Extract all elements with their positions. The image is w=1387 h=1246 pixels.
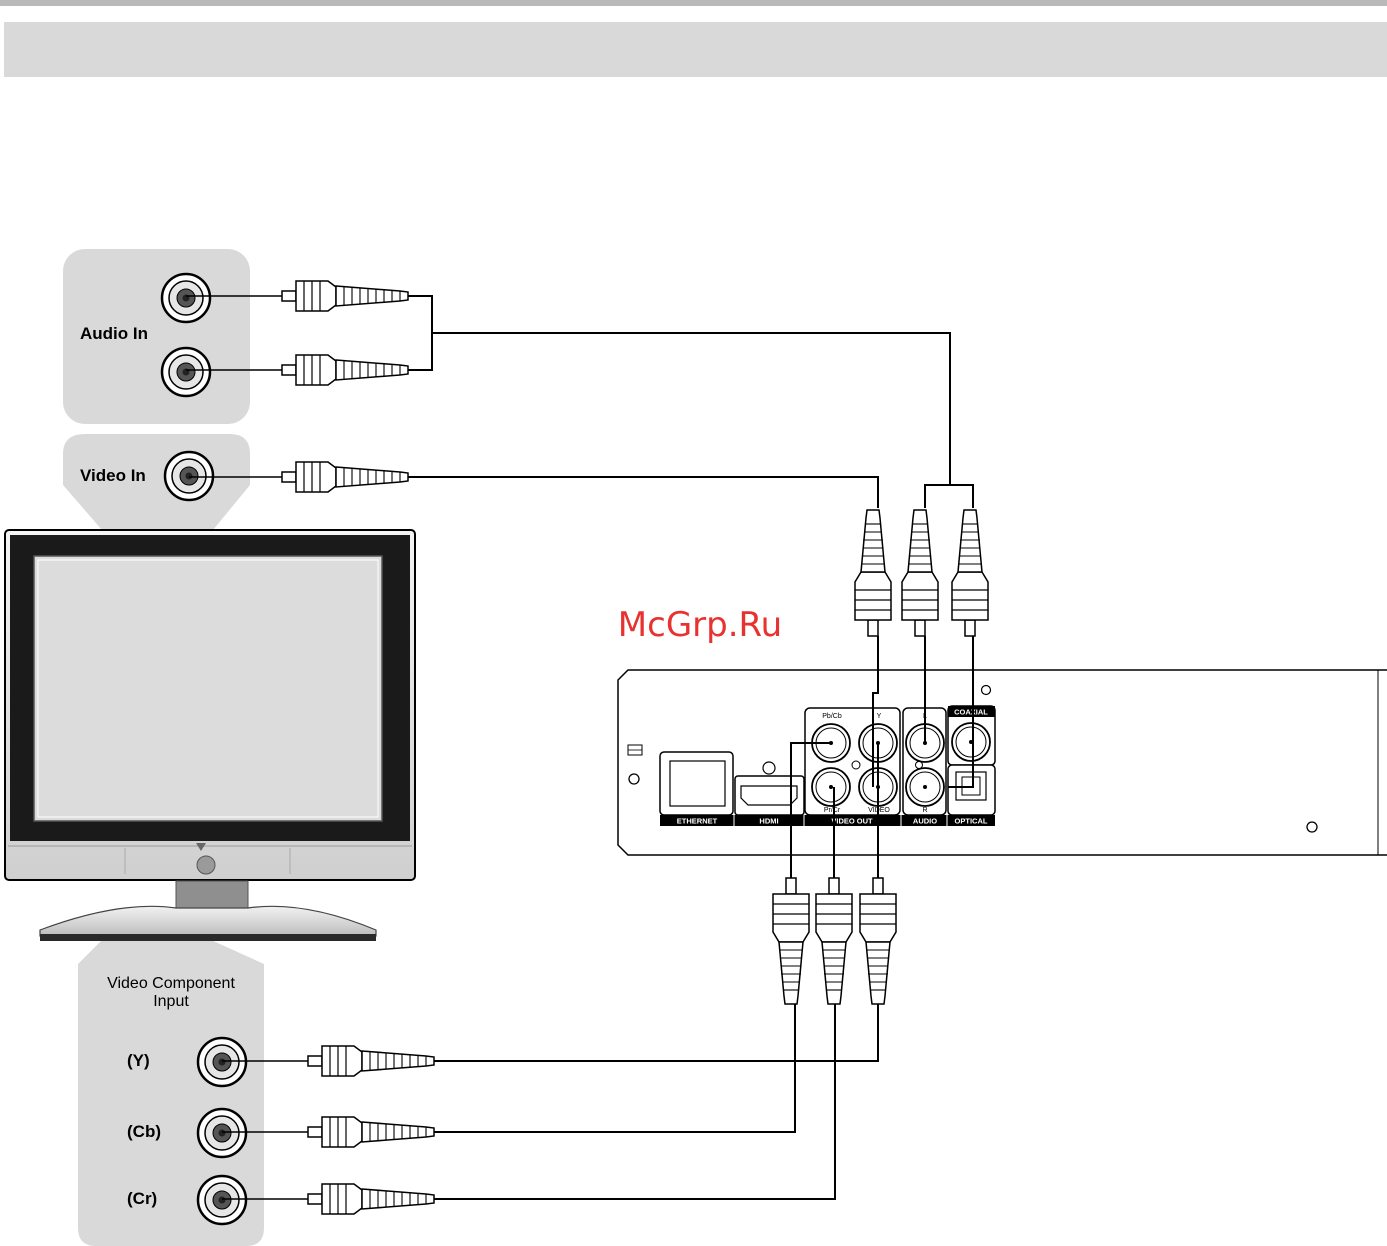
component-cb-cable — [434, 1004, 795, 1132]
audio-in-label: Audio In — [80, 324, 148, 343]
watermark: McGrp.Ru — [618, 605, 782, 645]
video-port-label: VIDEO — [868, 807, 890, 814]
component-input-panel: Video Component Input (Y) (Cb) (Cr) — [78, 940, 264, 1246]
pr-cr-socket — [812, 768, 850, 806]
tv-stand-base — [40, 906, 376, 936]
video-in-panel: Video In — [63, 434, 250, 530]
pb-cb-label: Pb/Cb — [822, 713, 842, 720]
y-plug-player — [860, 878, 896, 1004]
y-port-label: Y — [877, 713, 882, 720]
component-title-line2: Input — [153, 993, 189, 1010]
composite-video-cable — [408, 477, 878, 508]
component-plug-cr — [308, 1184, 434, 1214]
audio-cable — [432, 333, 950, 485]
tv-stand-neck — [176, 881, 248, 908]
audio-in-jack-top — [162, 274, 210, 322]
component-y-cable — [434, 1004, 878, 1061]
video-plug-player — [855, 510, 891, 636]
audio-l-plug-player — [902, 510, 938, 636]
component-plug-y — [308, 1046, 434, 1076]
component-cr-jack — [198, 1176, 246, 1224]
hdmi-label: HDMI — [759, 817, 778, 826]
component-y-label: (Y) — [127, 1051, 150, 1070]
ethernet-label: ETHERNET — [677, 817, 718, 826]
ethernet-port — [660, 752, 733, 815]
coaxial-label: COAXIAL — [954, 708, 988, 717]
component-cr-label: (Cr) — [127, 1189, 157, 1208]
component-cb-label: (Cb) — [127, 1122, 161, 1141]
audio-label: AUDIO — [913, 817, 937, 826]
coaxial-port: COAXIAL — [948, 706, 995, 765]
component-y-jack — [198, 1038, 246, 1086]
component-plug-cb — [308, 1117, 434, 1147]
audio-cable-joiner — [408, 296, 432, 370]
optical-label: OPTICAL — [955, 817, 988, 826]
audio-cable-split — [925, 485, 973, 508]
audio-r-plug-player — [952, 510, 988, 636]
audio-in-jack-bottom — [162, 348, 210, 396]
pr-cr-label: Pr/Cr — [824, 807, 841, 814]
component-cb-jack — [198, 1109, 246, 1157]
tv-screen — [34, 556, 382, 821]
audio-r-label: R — [922, 807, 927, 814]
video-in-jack — [165, 452, 213, 500]
component-title-line1: Video Component — [107, 975, 235, 992]
video-in-label: Video In — [80, 466, 146, 485]
audio-r-socket — [906, 768, 944, 806]
optical-port — [948, 765, 995, 815]
audio-plug-top — [282, 281, 408, 311]
tv-power-button — [197, 856, 215, 874]
pb-plug-player — [773, 878, 809, 1004]
audio-plug-bottom — [282, 355, 408, 385]
component-cr-cable — [434, 1004, 835, 1199]
player-rear-panel: Pb/Cb Y Pr/Cr VIDEO L R COAXIAL — [618, 670, 1387, 855]
video-plug-tv — [282, 462, 408, 492]
video-out-block: Pb/Cb Y Pr/Cr VIDEO — [805, 708, 900, 815]
video-out-label: VIDEO OUT — [831, 817, 873, 826]
television — [5, 530, 415, 941]
audio-in-panel: Audio In — [63, 249, 250, 424]
pr-plug-player — [816, 878, 852, 1004]
